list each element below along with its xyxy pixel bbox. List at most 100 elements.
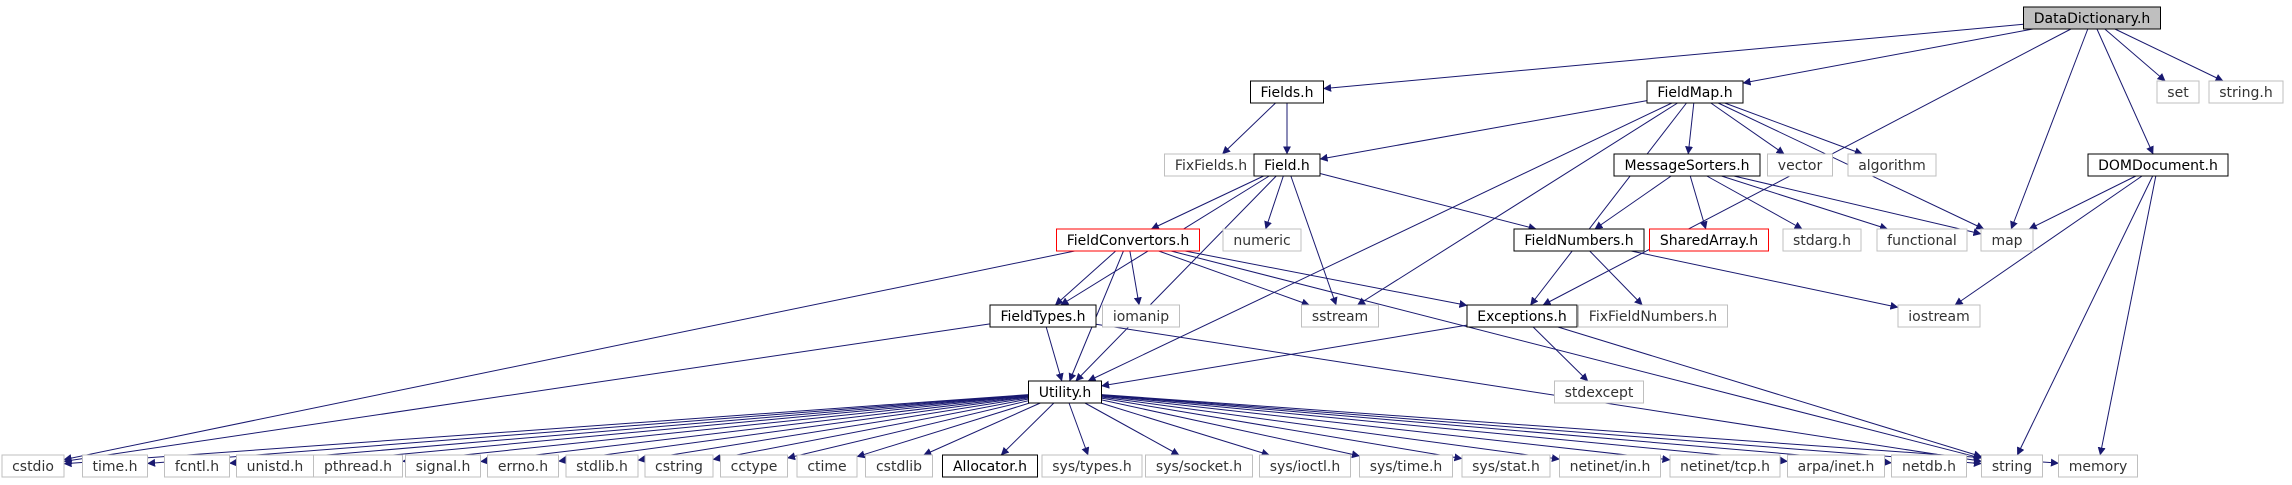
graph-node-box: [720, 454, 788, 478]
graph-node-box: [1250, 80, 1324, 104]
graph-node-box: [1554, 380, 1644, 404]
graph-node-netinettcp: netinet/tcp.h: [1669, 454, 1781, 478]
graph-node-label: netinet/in.h: [1570, 459, 1651, 475]
graph-node-label: FixFieldNumbers.h: [1589, 309, 1717, 325]
graph-node-label: stdarg.h: [1793, 233, 1851, 249]
graph-node-cstring: cstring: [644, 454, 714, 478]
graph-node-label: set: [2167, 85, 2189, 101]
edge-datadictionary-to-map: [2010, 28, 2089, 230]
graph-node-box: [1041, 454, 1143, 478]
edge-datadictionary-to-set: [2104, 28, 2166, 82]
graph-node-label: map: [1991, 233, 2022, 249]
graph-node-label: pthread.h: [324, 459, 392, 475]
edge-utility-to-netinettcp: [1101, 395, 1671, 463]
graph-node-stdarg: stdarg.h: [1782, 228, 1862, 252]
graph-node-timeh: time.h: [82, 454, 148, 478]
graph-node-label: Exceptions.h: [1477, 309, 1567, 325]
graph-node-box: [1461, 454, 1551, 478]
graph-node-utility[interactable]: Utility.h: [1028, 380, 1102, 404]
graph-node-box: [1981, 454, 2043, 478]
graph-node-box: [1259, 454, 1351, 478]
graph-node-label: FieldConvertors.h: [1067, 233, 1190, 249]
graph-node-vector: vector: [1767, 153, 1833, 177]
graph-node-label: time.h: [93, 459, 138, 475]
graph-node-label: SharedArray.h: [1660, 233, 1758, 249]
graph-node-iostream: iostream: [1897, 304, 1981, 328]
graph-node-box: [1578, 304, 1728, 328]
graph-node-label: DOMDocument.h: [2098, 158, 2218, 174]
edge-utility-to-sysioctl: [1100, 402, 1270, 457]
graph-node-fields[interactable]: Fields.h: [1250, 80, 1324, 104]
graph-node-allocator[interactable]: Allocator.h: [942, 454, 1038, 478]
edge-field-to-fieldnumbers: [1319, 172, 1537, 231]
graph-node-box: [313, 454, 403, 478]
graph-node-field[interactable]: Field.h: [1253, 153, 1321, 177]
graph-node-label: MessageSorters.h: [1624, 158, 1749, 174]
graph-node-pthread: pthread.h: [313, 454, 403, 478]
graph-node-label: Allocator.h: [953, 459, 1027, 475]
edge-datadictionary-to-fields: [1323, 23, 2024, 92]
edge-utility-to-ctime: [856, 402, 1030, 459]
graph-node-box: [565, 454, 639, 478]
edge-field-to-utility: [1075, 175, 1277, 382]
graph-node-messagesorters[interactable]: MessageSorters.h: [1613, 153, 1761, 177]
edge-messagesorters-to-map: [1733, 175, 1982, 237]
edge-utility-to-cstdio: [63, 394, 1029, 468]
graph-node-fieldnumbers[interactable]: FieldNumbers.h: [1513, 228, 1645, 252]
graph-node-label: sys/stat.h: [1472, 459, 1540, 475]
edge-datadictionary-to-domdocument: [2096, 28, 2154, 155]
graph-node-ctime: ctime: [796, 454, 858, 478]
graph-node-label: fcntl.h: [175, 459, 219, 475]
graph-node-label: sys/types.h: [1052, 459, 1131, 475]
edge-fieldtypes-to-utility: [1045, 326, 1064, 382]
graph-node-datadictionary[interactable]: DataDictionary.h: [2023, 6, 2161, 30]
edge-messagesorters-to-stdarg: [1706, 175, 1803, 230]
graph-node-fieldmap[interactable]: FieldMap.h: [1646, 80, 1744, 104]
edge-utility-to-sysstat: [1101, 397, 1463, 462]
graph-node-label: unistd.h: [247, 459, 304, 475]
graph-node-box: [405, 454, 481, 478]
graph-node-sharedarray[interactable]: SharedArray.h: [1649, 228, 1769, 252]
edge-fieldtypes-to-string: [1095, 323, 1982, 465]
graph-node-exceptions[interactable]: Exceptions.h: [1466, 304, 1578, 328]
edge-fieldconvertors-to-fieldtypes: [1054, 250, 1117, 306]
graph-node-algorithm: algorithm: [1847, 153, 1937, 177]
graph-node-systypes: sys/types.h: [1041, 454, 1143, 478]
graph-node-label: iomanip: [1113, 309, 1169, 325]
graph-node-signal: signal.h: [405, 454, 481, 478]
edge-fieldtypes-to-cstdio: [63, 323, 991, 465]
graph-node-box: [1559, 454, 1661, 478]
graph-node-box: [1649, 228, 1769, 252]
graph-node-label: cctype: [731, 459, 778, 475]
graph-node-box: [796, 454, 858, 478]
graph-node-label: FieldMap.h: [1657, 85, 1732, 101]
edge-messagesorters-to-fieldnumbers: [1594, 175, 1672, 230]
graph-node-label: sys/ioctl.h: [1270, 459, 1340, 475]
graph-node-label: iostream: [1908, 309, 1970, 325]
graph-node-errno: errno.h: [487, 454, 559, 478]
graph-node-label: memory: [2069, 459, 2128, 475]
graph-node-fieldtypes[interactable]: FieldTypes.h: [989, 304, 1097, 328]
edge-exceptions-to-string: [1557, 326, 1982, 459]
graph-node-label: stdexcept: [1565, 385, 1634, 401]
graph-node-domdocument[interactable]: DOMDocument.h: [2087, 153, 2229, 177]
graph-node-label: arpa/inet.h: [1798, 459, 1875, 475]
graph-node-netinetin: netinet/in.h: [1559, 454, 1661, 478]
graph-node-fieldconvertors[interactable]: FieldConvertors.h: [1056, 228, 1200, 252]
graph-node-label: FieldTypes.h: [1000, 309, 1085, 325]
graph-node-label: ctime: [807, 459, 846, 475]
graph-node-netdb: netdb.h: [1891, 454, 1967, 478]
edge-fieldmap-to-algorithm: [1724, 102, 1863, 156]
edge-fieldmap-to-utility: [1087, 102, 1673, 382]
edge-fieldconvertors-to-exceptions: [1184, 250, 1468, 308]
graph-node-label: sys/socket.h: [1156, 459, 1242, 475]
edge-utility-to-unistd: [313, 394, 1029, 466]
graph-node-fixfieldnumbers: FixFieldNumbers.h: [1578, 304, 1728, 328]
graph-node-box: [1466, 304, 1578, 328]
graph-node-box: [1980, 228, 2034, 252]
graph-node-box: [1876, 228, 1968, 252]
edges-layer: [63, 23, 2224, 468]
graph-node-label: algorithm: [1858, 158, 1926, 174]
graph-node-label: Field.h: [1264, 158, 1310, 174]
